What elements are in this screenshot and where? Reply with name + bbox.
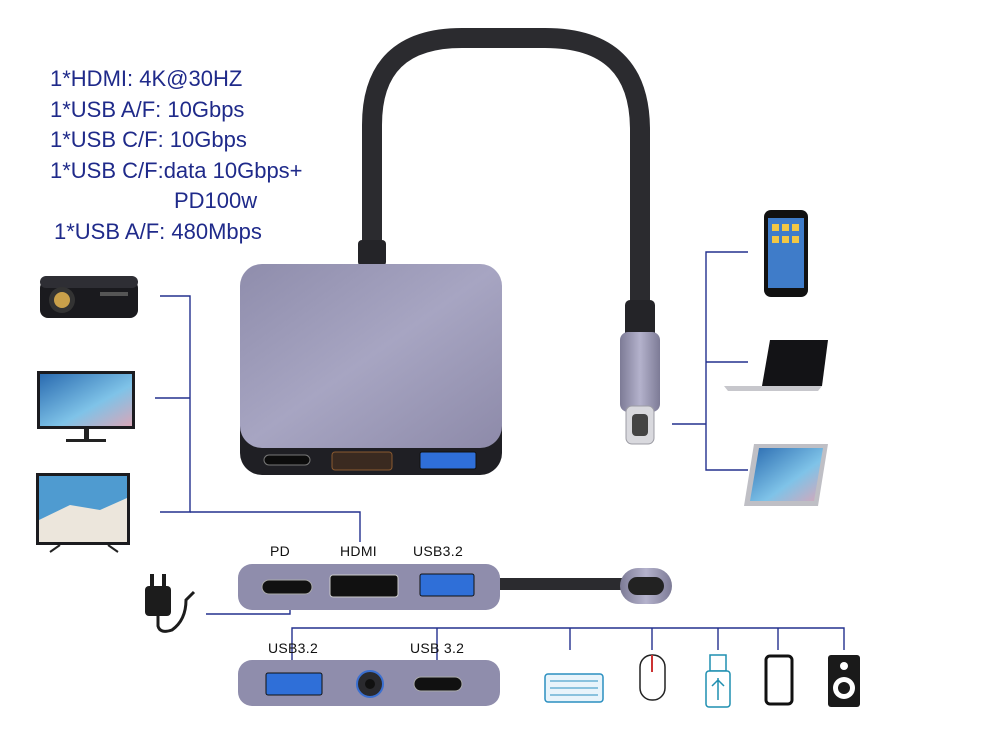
label-usb32-bottom-a: USB3.2 bbox=[268, 640, 319, 656]
usb-c-cable bbox=[358, 28, 660, 445]
mouse-icon bbox=[639, 654, 666, 701]
usb-a-port-bottom bbox=[265, 672, 323, 696]
phone-icon bbox=[764, 654, 794, 706]
keyboard-icon bbox=[544, 673, 604, 703]
smartphone-icon bbox=[764, 210, 808, 297]
power-adapter-icon bbox=[145, 574, 196, 633]
spec-usb-a-10g: 1*USB A/F: 10Gbps bbox=[50, 96, 245, 122]
spec-usb-c-10g: 1*USB C/F: 10Gbps bbox=[50, 127, 247, 152]
spec-usb-c-pd: 1*USB C/F:data 10Gbps+ bbox=[50, 157, 303, 183]
usb-port-top bbox=[419, 573, 475, 597]
pd-port bbox=[263, 454, 311, 466]
hub-main bbox=[240, 264, 502, 475]
usb-drive-icon bbox=[705, 654, 731, 708]
pd-port-top bbox=[261, 579, 313, 595]
monitor-icon bbox=[37, 371, 135, 442]
label-usb32-bottom-c: USB 3.2 bbox=[410, 640, 465, 656]
connector-lines bbox=[155, 251, 845, 660]
adapter-top bbox=[238, 564, 672, 610]
usb-c-port-bottom bbox=[413, 676, 463, 692]
hdmi-port bbox=[331, 451, 393, 471]
speaker-icon bbox=[828, 655, 860, 707]
projector-icon bbox=[40, 276, 138, 318]
tablet-icon bbox=[744, 444, 828, 506]
label-hdmi: HDMI bbox=[340, 543, 377, 559]
spec-usb-a-480: 1*USB A/F: 480Mbps bbox=[54, 218, 262, 244]
tv-icon bbox=[36, 473, 130, 553]
usb-a-port bbox=[419, 451, 477, 470]
spec-list: 1*HDMI: 4K@30HZ 1*USB A/F: 10Gbps 1*USB … bbox=[50, 64, 303, 247]
spec-pd-power: PD100w bbox=[174, 188, 258, 213]
hdmi-port-top bbox=[329, 574, 399, 598]
adapter-bottom bbox=[238, 660, 500, 706]
spec-hdmi: 1*HDMI: 4K@30HZ bbox=[50, 66, 243, 91]
label-usb32-top: USB3.2 bbox=[413, 543, 464, 559]
laptop-icon bbox=[724, 340, 828, 391]
label-pd: PD bbox=[270, 543, 291, 559]
